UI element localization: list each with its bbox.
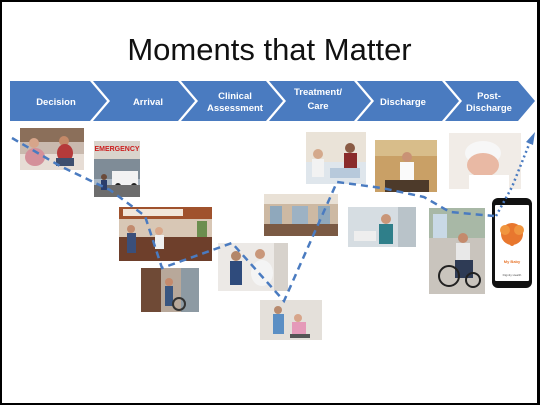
stage-label-treatment: Treatment/	[294, 87, 342, 98]
stage-chevron-decision	[10, 81, 107, 121]
stage-chevron-arrival	[93, 81, 195, 121]
slide-title: Moments that Matter	[127, 32, 412, 67]
photo-treatment-hallway	[264, 194, 338, 236]
stage-label-clinical: Clinical	[218, 91, 252, 102]
stage-label-discharge: Discharge	[380, 97, 426, 108]
phone-app-mockup: My Baby Dignity Health	[492, 198, 532, 288]
stage-label-arrival: Arrival	[133, 97, 163, 108]
photo-discharge-father	[348, 207, 416, 247]
photo-clinical-assessment-wheelchair	[260, 300, 322, 340]
stage-label-decision: Decision	[36, 97, 76, 108]
emergency-sign-text: EMERGENCY	[94, 146, 139, 153]
photo-post-discharge-mother	[429, 208, 485, 294]
photo-clinical-nurse	[218, 243, 288, 291]
photo-treatment-bedside	[306, 132, 366, 184]
photo-arrival-emergency: EMERGENCY	[94, 141, 140, 197]
photo-discharge-chef	[375, 140, 437, 192]
phone-screen: My Baby Dignity Health	[495, 205, 529, 281]
stage-label-post: Post-	[477, 91, 501, 102]
photo-decision-couch	[20, 128, 84, 170]
photo-arrival-wheelchair	[141, 268, 199, 312]
stage-label-assessment: Assessment	[207, 103, 264, 114]
phone-app-name: My Baby	[503, 259, 521, 264]
stage-label-post-discharge: Discharge	[466, 103, 512, 114]
stage-chevron-discharge	[357, 81, 459, 121]
stage-label-care: Care	[307, 101, 328, 112]
elephant-logo-icon	[500, 223, 524, 246]
stage-chevron-clinical-assessment	[181, 81, 283, 121]
photo-post-discharge-newborn	[449, 133, 521, 189]
stage-chevron-post-discharge	[445, 81, 535, 121]
stage-chevron-treatment-care	[269, 81, 371, 121]
phone-app-brand: Dignity Health	[502, 273, 522, 277]
photo-arrival-front-desk	[119, 207, 212, 261]
